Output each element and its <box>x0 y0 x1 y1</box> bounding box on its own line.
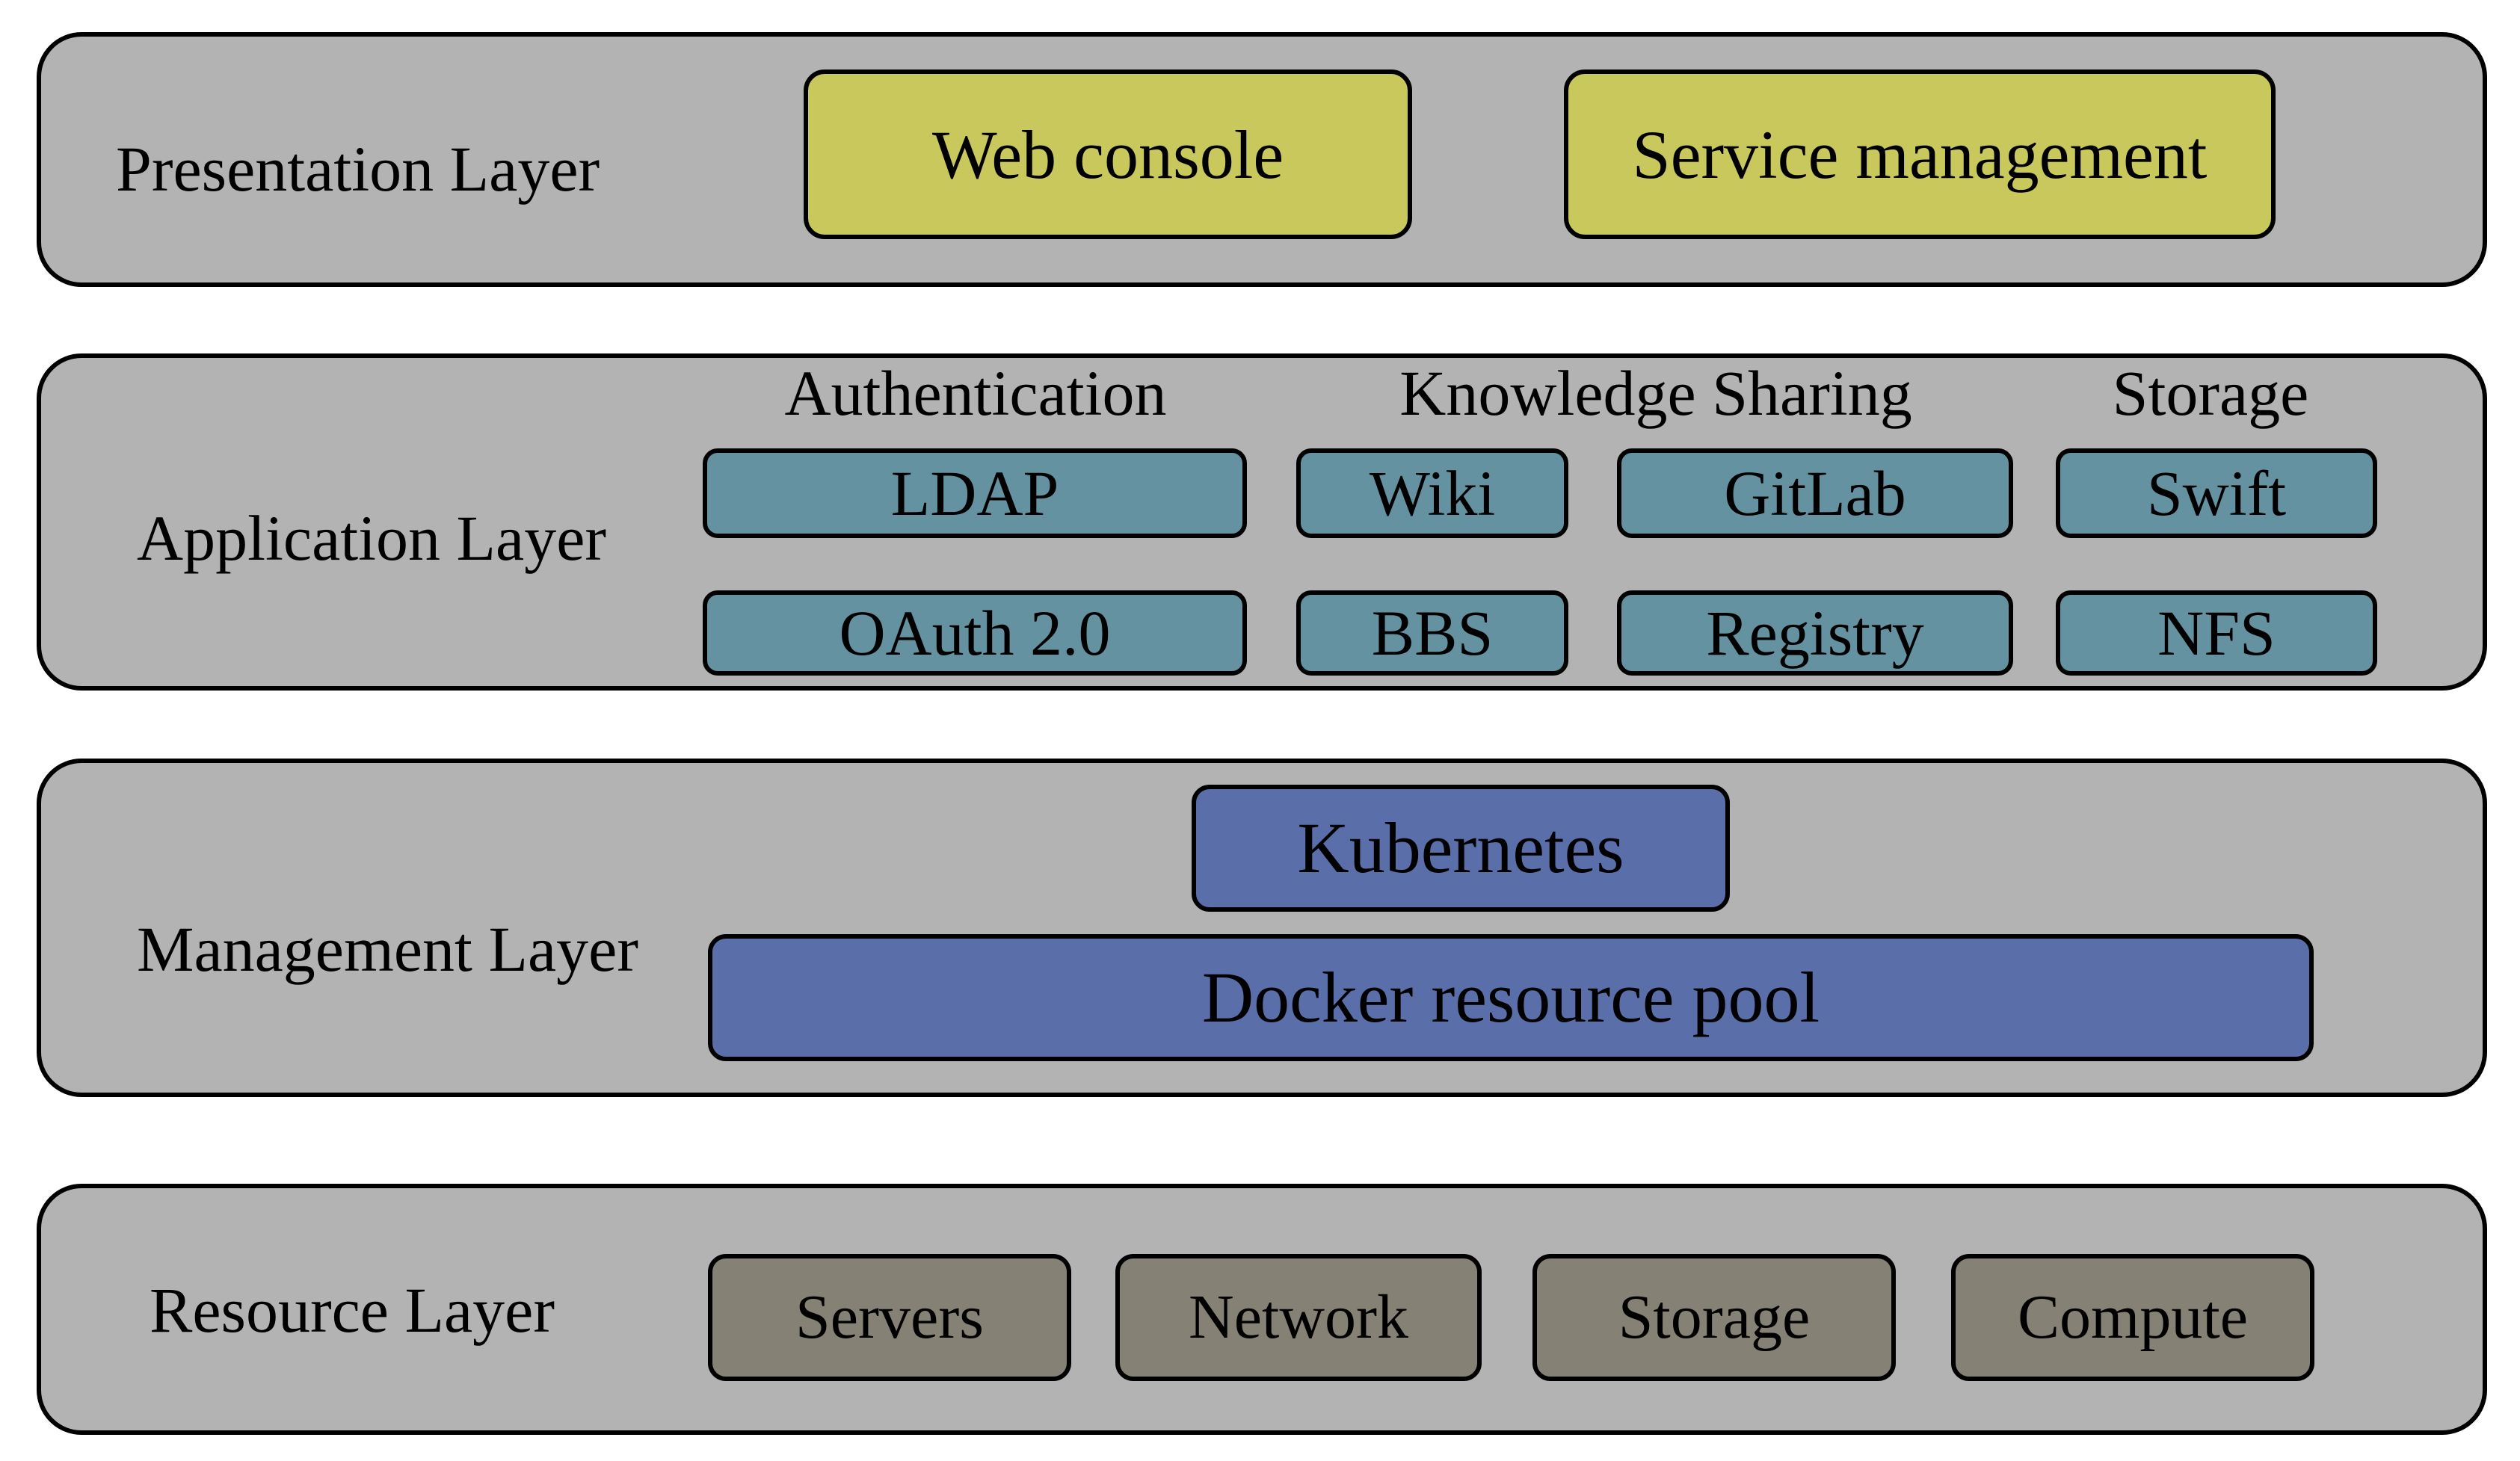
resource-layer-title: Resource Layer <box>150 1274 555 1346</box>
authentication-group-title: Authentication <box>784 357 1167 429</box>
registry-box: Registry <box>1617 590 2013 676</box>
gitlab-box: GitLab <box>1617 448 2013 538</box>
docker-resource-pool-box: Docker resource pool <box>708 934 2314 1061</box>
web-console-box: Web console <box>804 70 1412 239</box>
service-management-box: Service management <box>1564 70 2276 239</box>
compute-box: Compute <box>1951 1254 2314 1381</box>
presentation-layer-title: Presentation Layer <box>116 133 600 205</box>
kubernetes-box: Kubernetes <box>1192 785 1730 912</box>
servers-box: Servers <box>708 1254 1071 1381</box>
swift-box: Swift <box>2056 448 2377 538</box>
oauth-box: OAuth 2.0 <box>703 590 1247 676</box>
ldap-box: LDAP <box>703 448 1247 538</box>
nfs-box: NFS <box>2056 590 2377 676</box>
bbs-box: BBS <box>1296 590 1568 676</box>
knowledge-sharing-group-title: Knowledge Sharing <box>1399 357 1912 429</box>
wiki-box: Wiki <box>1296 448 1568 538</box>
storage-group-title: Storage <box>2112 357 2309 429</box>
network-box: Network <box>1115 1254 1482 1381</box>
management-layer-title: Management Layer <box>137 913 638 985</box>
application-layer-title: Application Layer <box>137 502 607 574</box>
storage-box: Storage <box>1532 1254 1896 1381</box>
